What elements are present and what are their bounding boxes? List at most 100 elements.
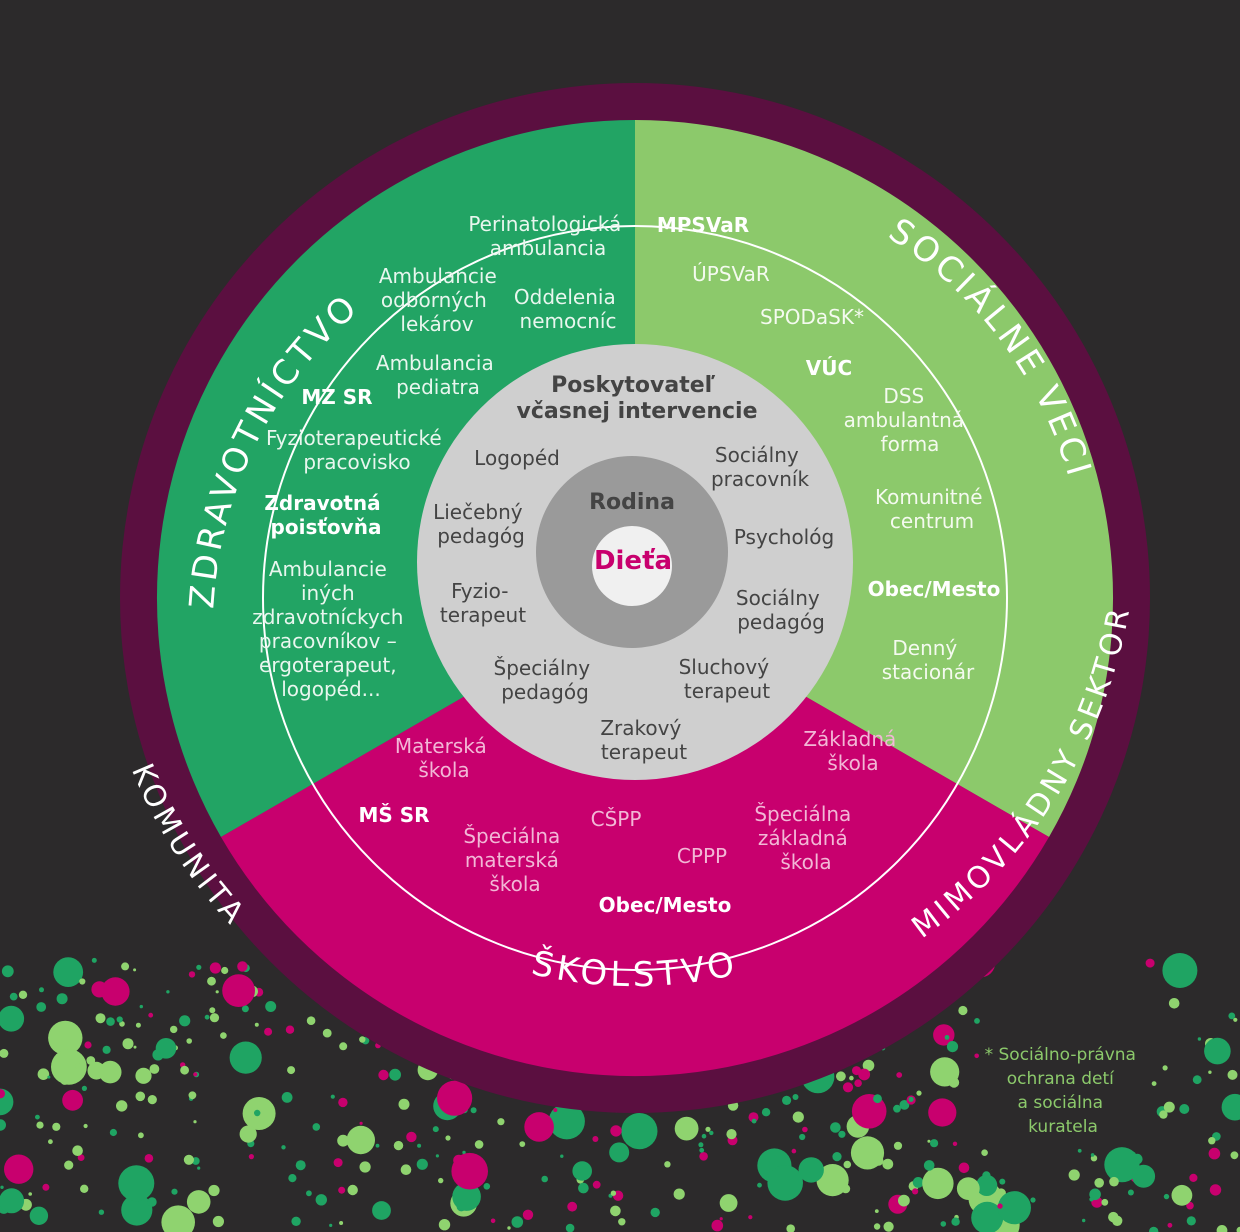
decorative-dot: [48, 1139, 53, 1145]
decorative-dot: [62, 1089, 83, 1111]
decorative-dot: [171, 1188, 178, 1195]
decorative-dot: [976, 1174, 998, 1196]
decorative-dot: [898, 1194, 910, 1207]
decorative-dot: [567, 1201, 578, 1212]
decorative-dot: [359, 1121, 363, 1125]
decorative-dot: [215, 990, 219, 994]
decorative-dot: [1163, 1193, 1170, 1200]
decorative-dot: [719, 1194, 738, 1212]
decorative-dot: [470, 1107, 477, 1114]
decorative-dot: [148, 1012, 154, 1018]
decorative-dot: [53, 957, 84, 987]
decorative-dot: [1227, 1069, 1238, 1080]
decorative-dot: [183, 1154, 194, 1165]
decorative-dot: [264, 1027, 273, 1036]
decorative-dot: [75, 1063, 81, 1070]
decorative-dot: [144, 1154, 154, 1163]
education-item-primary-school: Základná škola: [803, 727, 902, 775]
decorative-dot: [36, 1002, 47, 1012]
health-item-perinatal: Perinatologická ambulancia: [468, 212, 627, 260]
decorative-dot: [896, 1072, 903, 1078]
health-item-pediatrician: Ambulancia pediatra: [376, 351, 500, 399]
decorative-dot: [899, 1100, 910, 1110]
decorative-dot: [933, 1024, 955, 1046]
decorative-dot: [519, 1141, 526, 1147]
decorative-dot: [204, 1014, 210, 1020]
decorative-dot: [451, 1152, 489, 1190]
decorative-dot: [406, 1131, 417, 1143]
decorative-dot: [452, 1182, 481, 1211]
decorative-dot: [121, 962, 130, 971]
decorative-dot: [329, 1223, 333, 1227]
decorative-dot: [578, 1182, 589, 1194]
decorative-dot: [1208, 1147, 1221, 1160]
decorative-dot: [180, 1065, 190, 1075]
child-label: Dieťa: [594, 546, 672, 576]
decorative-dot: [77, 1154, 85, 1161]
decorative-dot: [830, 1122, 841, 1133]
decorative-dot: [1127, 1189, 1134, 1196]
decorative-dot: [792, 1094, 799, 1100]
decorative-dot: [147, 1095, 157, 1105]
decorative-dot: [102, 1045, 111, 1054]
education-item-cppp: CPPP: [677, 844, 727, 868]
social-ministry: MPSVaR: [657, 213, 749, 237]
decorative-dot: [98, 1209, 105, 1215]
decorative-dot: [548, 1103, 585, 1140]
decorative-dot: [553, 1108, 558, 1112]
decorative-dot: [1171, 1184, 1193, 1206]
decorative-dot: [1186, 1216, 1196, 1226]
decorative-dot: [940, 1221, 947, 1227]
decorative-dot: [221, 966, 229, 975]
decorative-dot: [474, 1140, 484, 1149]
sector-inner-line: [262, 225, 1008, 971]
decorative-dot: [56, 993, 68, 1005]
decorative-dot: [1192, 1075, 1202, 1085]
decorative-dot: [51, 1049, 87, 1085]
decorative-dot: [135, 1022, 141, 1028]
decorative-dot: [565, 1223, 575, 1232]
decorative-dot: [116, 1016, 123, 1023]
decorative-dot: [312, 1123, 321, 1131]
education-item-special-primary-school: Špeciálna základná škola: [754, 802, 857, 874]
decorative-dot: [1082, 1218, 1086, 1223]
health-item-specialists: Ambulancie odborných lekárov: [379, 264, 503, 336]
decorative-dot: [438, 1177, 444, 1184]
decorative-dot: [541, 1175, 548, 1183]
decorative-dot: [378, 1069, 389, 1081]
decorative-dot: [1068, 1169, 1080, 1181]
decorative-dot: [610, 1190, 617, 1196]
decorative-dot: [86, 1056, 96, 1065]
decorative-dot: [610, 1125, 622, 1137]
decorative-dot: [188, 971, 196, 978]
health-insurance: Zdravotná poisťovňa: [264, 491, 387, 539]
decorative-dot: [1109, 1176, 1119, 1187]
decorative-dot: [209, 1007, 216, 1014]
decorative-dot: [610, 1205, 621, 1217]
decorative-dot: [1090, 1153, 1095, 1157]
provider-role-therapeutic-pedagogue: Liečebný pedagóg: [433, 500, 529, 548]
education-item-special-kindergarten: Špeciálna materská škola: [463, 824, 566, 896]
decorative-dot: [1230, 1151, 1239, 1160]
education-item-cspp: CŠPP: [591, 807, 642, 831]
decorative-dot: [265, 1001, 277, 1012]
decorative-dot: [1162, 1065, 1168, 1071]
decorative-dot: [98, 1060, 122, 1084]
decorative-dot: [842, 1082, 854, 1093]
decorative-dot: [1189, 1173, 1198, 1182]
decorative-dot: [1077, 1148, 1082, 1153]
provider-role-hearing-therapist: Sluchový terapeut: [679, 655, 776, 703]
decorative-dot: [437, 1080, 473, 1116]
decorative-dot: [927, 1139, 931, 1143]
decorative-dot: [944, 1035, 950, 1040]
decorative-dot: [135, 1091, 146, 1102]
decorative-dot: [291, 1216, 301, 1227]
decorative-dot: [981, 1149, 988, 1156]
decorative-dot: [1089, 1188, 1101, 1201]
decorative-dot: [241, 1005, 249, 1013]
decorative-dot: [862, 1059, 875, 1072]
decorative-dot: [711, 1219, 724, 1232]
decorative-dot: [838, 1130, 846, 1138]
decorative-dot: [375, 1143, 380, 1148]
decorative-dot: [28, 1192, 32, 1196]
